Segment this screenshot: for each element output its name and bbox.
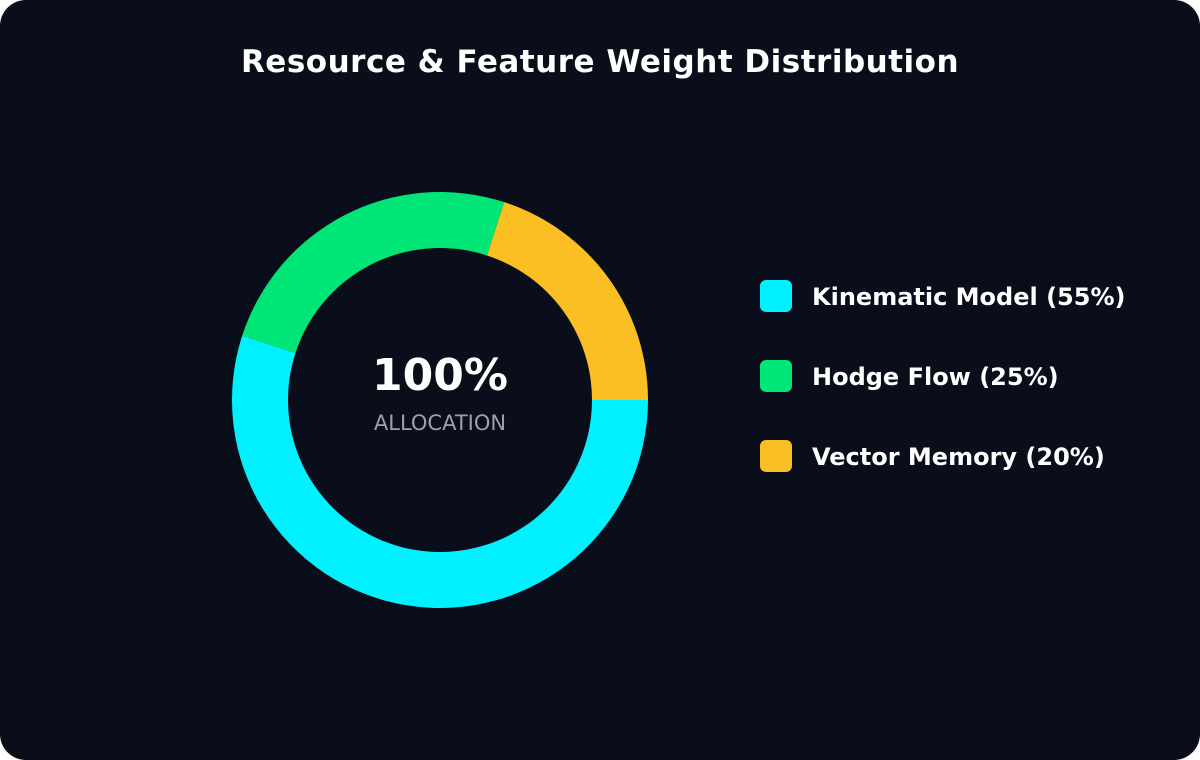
- legend-label: Hodge Flow (25%): [812, 363, 1059, 391]
- center-value: 100%: [372, 350, 508, 401]
- chart-title: Resource & Feature Weight Distribution: [240, 44, 960, 80]
- legend-swatch: [760, 360, 792, 392]
- donut-slice-vector-memory: [486, 202, 648, 400]
- donut-slice-hodge-flow: [242, 191, 505, 354]
- legend-label: Vector Memory (20%): [812, 443, 1105, 471]
- donut-slices: [232, 191, 649, 608]
- legend-swatch: [760, 440, 792, 472]
- legend-label: Kinematic Model (55%): [812, 283, 1126, 311]
- legend-swatch: [760, 280, 792, 312]
- donut-slice-kinematic-model: [232, 335, 649, 608]
- center-label: ALLOCATION: [374, 411, 506, 435]
